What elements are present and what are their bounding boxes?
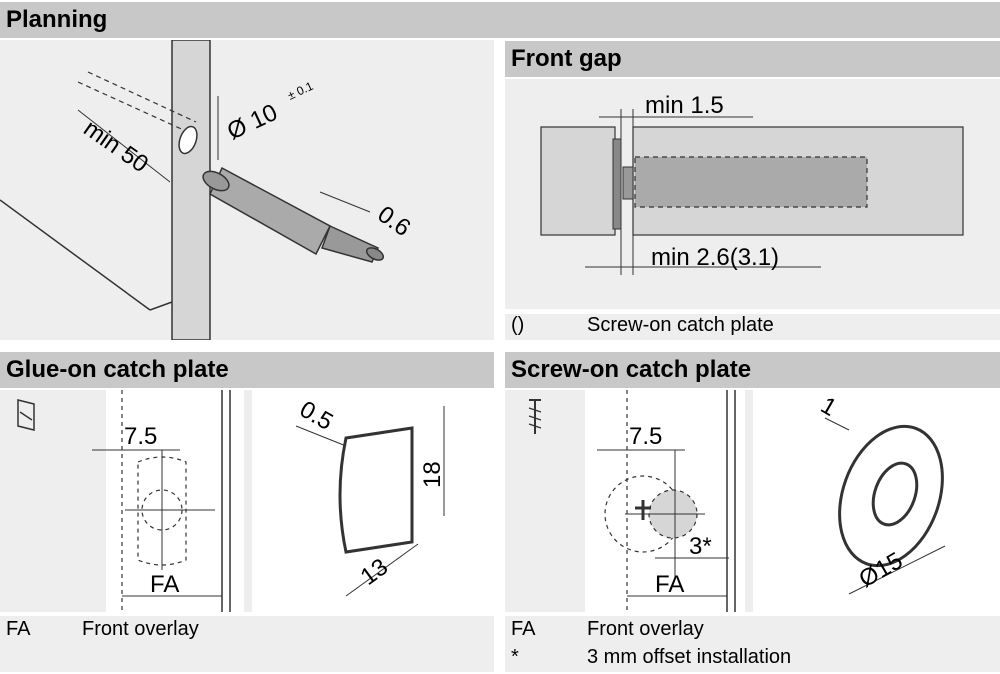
planning-title: Planning: [6, 6, 108, 33]
screw-plate-3d: [838, 424, 944, 568]
push-latch-in-hole: [634, 156, 868, 208]
legend-row: FA Front overlay: [0, 618, 494, 644]
front-gap-illustration: min 1.5 min 2.6(3.1): [505, 79, 1000, 309]
legend-row: FA Front overlay: [505, 618, 1000, 644]
planning-header: Planning: [0, 2, 1000, 38]
dim-min26-label: min 2.6(3.1): [651, 244, 779, 271]
glue-on-legend: FA Front overlay: [0, 616, 494, 672]
screw-on-legend: FA Front overlay * 3 mm offset installat…: [505, 616, 1000, 672]
legend-key: (): [511, 314, 525, 336]
legend-value: Screw-on catch plate: [587, 314, 774, 336]
glue-dim-18-label: 18: [419, 461, 446, 488]
screw-on-header: Screw-on catch plate: [505, 352, 1000, 388]
screw-on-title: Screw-on catch plate: [511, 356, 752, 383]
cabinet-side-panel: [171, 40, 211, 340]
catch-plate: [612, 138, 622, 230]
glue-icon: [17, 399, 35, 431]
screw-icon: [528, 399, 542, 434]
legend-row: () Screw-on catch plate: [505, 314, 1000, 340]
screw-dim-75-label: 7.5: [629, 423, 662, 450]
front-gap-legend: () Screw-on catch plate: [505, 314, 1000, 340]
legend-row: * 3 mm offset installation: [505, 646, 1000, 672]
front-gap-header: Front gap: [505, 41, 1000, 77]
legend-value: Front overlay: [82, 618, 199, 640]
push-latch-body: [202, 166, 385, 263]
screw-on-illustration: 7.5 3* FA 1 Ø15: [505, 390, 1000, 612]
planning-illustration: min 50 Ø 10 ± 0.1 0.6: [0, 40, 494, 340]
glue-on-header: Glue-on catch plate: [0, 352, 494, 388]
legend-key: FA: [511, 618, 536, 640]
front-gap-title: Front gap: [511, 45, 622, 72]
screw-dim-fa-label: FA: [655, 571, 684, 598]
glue-on-illustration: 7.5 FA 0.5 18 13: [0, 390, 494, 612]
screw-dim-3star-label: 3*: [689, 533, 712, 560]
legend-key: *: [511, 646, 519, 668]
glue-dim-fa-label: FA: [150, 571, 179, 598]
legend-value: 3 mm offset installation: [587, 646, 792, 668]
glue-plate-3d: [338, 426, 414, 554]
legend-value: Front overlay: [587, 618, 704, 640]
glue-plate-outline: [137, 456, 187, 566]
door-front: [540, 126, 616, 236]
legend-key: FA: [6, 618, 31, 640]
dim-min15-label: min 1.5: [645, 92, 724, 119]
drill-hole: [77, 71, 197, 133]
glue-dim-75-label: 7.5: [124, 423, 157, 450]
glue-on-title: Glue-on catch plate: [6, 356, 229, 383]
